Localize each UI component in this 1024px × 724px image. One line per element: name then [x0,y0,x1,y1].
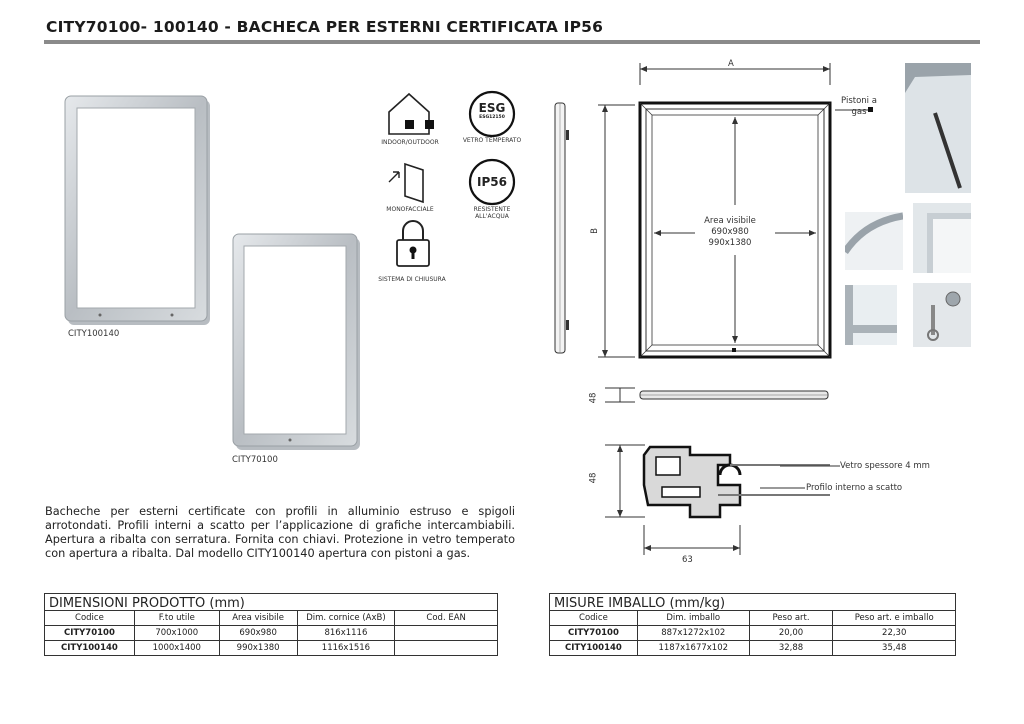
resistente-label: RESISTENTE ALL'ACQUA [473,206,511,220]
depth-48-profile: 48 [588,472,599,484]
table-cell: 700x1000 [133,625,220,641]
profilo-callout: Profilo interno a scatto [806,483,903,493]
title-underline [44,40,980,44]
table-cell: CITY100140 [549,640,638,656]
product-description: Bacheche per esterni certificate con pro… [45,505,515,560]
page-title: CITY70100- 100140 - BACHECA PER ESTERNI … [46,18,604,36]
table-header: Dim. imballo [636,610,750,626]
table-cell: 1000x1400 [133,640,220,656]
ip56-badge-text: IP56 [477,175,507,189]
packaging-table-title: MISURE IMBALLO (mm/kg) [549,593,956,611]
table-header: Codice [44,610,135,626]
vetro-temperato-label: VETRO TEMPERATO [462,137,522,144]
area-size-1: 690x980 [711,227,749,237]
area-size-2: 990x1380 [708,238,752,248]
vetro-callout: Vetro spessore 4 mm [840,461,930,471]
table-cell: 887x1272x102 [636,625,750,641]
table-header: Peso art. e imballo [832,610,956,626]
table-header: Peso art. [748,610,834,626]
table-cell: 32,88 [748,640,834,656]
table-cell: 35,48 [832,640,956,656]
packaging-table-block: MISURE IMBALLO (mm/kg) Codice Dim. imbal… [549,593,956,656]
table-row: CITY70100 700x1000 690x980 816x1116 [44,625,498,641]
callout-leaders [760,107,873,489]
dimensions-table: Codice F.to utile Area visibile Dim. cor… [44,610,498,656]
ip56-badge-icon [468,158,516,206]
profile-photo [845,285,897,345]
hinge-photo [845,212,903,270]
table-row: CITY100140 1187x1677x102 32,88 35,48 [549,640,956,656]
packaging-table: Codice Dim. imballo Peso art. Peso art. … [549,610,956,656]
table-cell: 22,30 [832,625,956,641]
table-header-row: Codice F.to utile Area visibile Dim. cor… [44,610,498,626]
gas-piston-photo [905,63,971,193]
table-cell: 1116x1516 [296,640,396,656]
table-header: Codice [549,610,638,626]
table-row: CITY70100 887x1272x102 20,00 22,30 [549,625,956,641]
width-63-label: 63 [682,555,693,565]
dimensions-table-title: DIMENSIONI PRODOTTO (mm) [44,593,498,611]
dim-b-label: B [589,228,600,234]
monofacciale-label: MONOFACCIALE [386,206,434,213]
large-frame-image [64,95,210,325]
table-cell [394,625,498,641]
table-cell: CITY70100 [44,625,135,641]
table-cell: 20,00 [748,625,834,641]
depth-48-top: 48 [588,392,599,404]
sistema-chiusura-label: SISTEMA DI CHIUSURA [378,276,446,283]
table-cell: CITY70100 [549,625,638,641]
table-row: CITY100140 1000x1400 990x1380 1116x1516 [44,640,498,656]
area-visibile-label: Area visibile [704,216,756,226]
table-header: Dim. cornice (AxB) [296,610,396,626]
dimensions-table-block: DIMENSIONI PRODOTTO (mm) Codice F.to uti… [44,593,498,656]
table-header: F.to utile [133,610,220,626]
table-cell: CITY100140 [44,640,135,656]
esg-badge-text: ESG [478,101,506,115]
padlock-icon [396,220,430,267]
corner-photo [913,203,971,273]
table-cell: 690x980 [218,625,298,641]
pistoni-callout: Pistoni a gas [841,96,877,117]
table-header-row: Codice Dim. imballo Peso art. Peso art. … [549,610,956,626]
dim-a-label: A [728,59,734,69]
door-icon [388,162,424,204]
esg-badge-subtext: ESG12150 [479,115,505,120]
house-icon [388,92,434,135]
table-cell: 1187x1677x102 [636,640,750,656]
large-frame-label: CITY100140 [68,329,120,339]
esg-badge-icon [468,90,516,138]
table-header: Cod. EAN [394,610,498,626]
small-frame-image [232,233,360,450]
small-frame-label: CITY70100 [232,455,278,465]
table-cell [394,640,498,656]
table-header: Area visibile [218,610,298,626]
lock-key-photo [913,283,971,347]
table-cell: 816x1116 [296,625,396,641]
table-cell: 990x1380 [218,640,298,656]
technical-drawing [554,63,832,555]
indoor-outdoor-label: INDOOR/OUTDOOR [381,139,439,146]
